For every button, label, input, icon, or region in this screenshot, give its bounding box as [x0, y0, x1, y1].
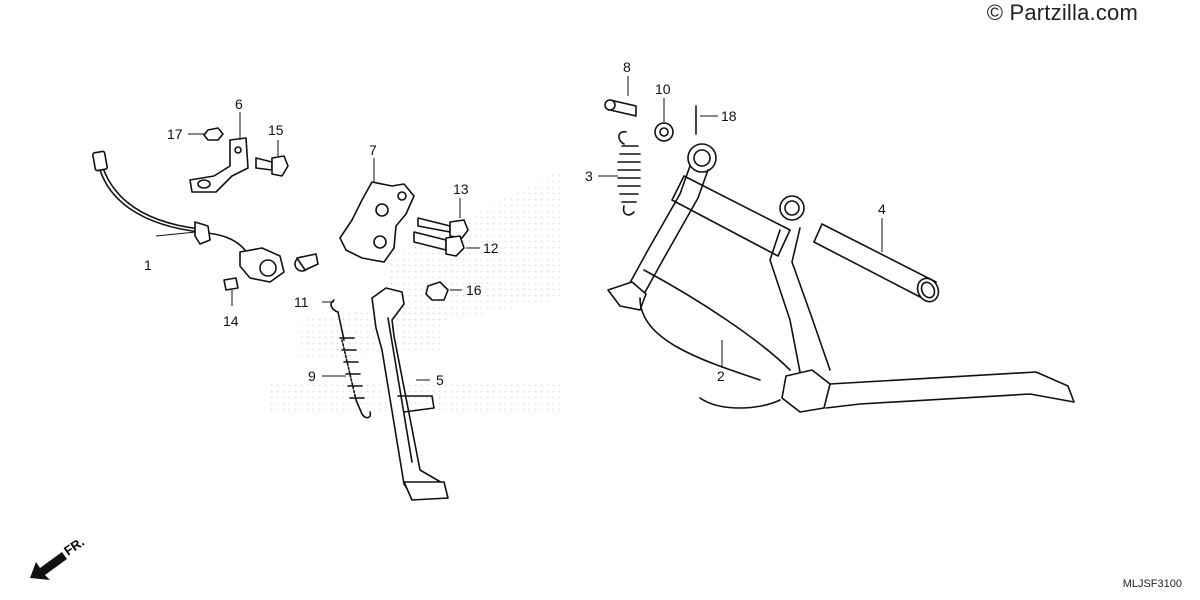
part-4-pivot-pipe[interactable] — [813, 223, 942, 305]
part-17-nut[interactable] — [203, 127, 224, 141]
callout-7[interactable]: 7 — [369, 142, 377, 158]
part-5-side-stand[interactable] — [371, 287, 449, 501]
part-1-side-stand-switch[interactable] — [92, 150, 319, 283]
callout-2[interactable]: 2 — [717, 368, 725, 384]
callout-5[interactable]: 5 — [436, 372, 444, 388]
callout-18[interactable]: 18 — [721, 108, 737, 124]
callout-12[interactable]: 12 — [483, 240, 499, 256]
callout-9[interactable]: 9 — [308, 368, 316, 384]
callout-4[interactable]: 4 — [878, 201, 886, 217]
part-6-bracket[interactable] — [189, 137, 249, 193]
leader-lines — [155, 76, 883, 381]
part-12-bolt[interactable] — [413, 231, 465, 257]
part-2-main-stand[interactable] — [607, 143, 1075, 413]
part-13-bolt[interactable] — [417, 217, 469, 239]
callout-13[interactable]: 13 — [453, 181, 469, 197]
part-8-pin[interactable] — [604, 99, 637, 117]
front-direction-label: FR. — [61, 534, 87, 558]
front-direction-arrow-icon — [30, 552, 67, 580]
callout-10[interactable]: 10 — [655, 81, 671, 97]
callout-8[interactable]: 8 — [623, 59, 631, 75]
callout-3[interactable]: 3 — [585, 168, 593, 184]
drawing-code: MLJSF3100 — [1122, 578, 1182, 590]
callout-numbers: 1 2 3 4 5 6 7 8 9 10 11 12 13 14 15 16 1… — [144, 59, 886, 388]
callout-15[interactable]: 15 — [268, 122, 284, 138]
part-16-nut[interactable] — [425, 281, 449, 301]
front-direction-marker: FR. — [30, 534, 87, 580]
copyright-watermark: © Partzilla.com — [986, 0, 1138, 25]
callout-1[interactable]: 1 — [144, 257, 152, 273]
callout-17[interactable]: 17 — [167, 126, 183, 142]
callout-6[interactable]: 6 — [235, 96, 243, 112]
part-10-washer[interactable] — [654, 122, 674, 142]
part-9-spring[interactable] — [330, 299, 372, 419]
part-7-pivot-bracket[interactable] — [339, 181, 415, 263]
callout-16[interactable]: 16 — [466, 282, 482, 298]
part-3-spring[interactable] — [617, 130, 641, 216]
part-14-screw[interactable] — [223, 277, 239, 291]
callout-11[interactable]: 11 — [294, 294, 309, 310]
part-15-bolt[interactable] — [255, 155, 289, 177]
callout-14[interactable]: 14 — [223, 313, 239, 329]
